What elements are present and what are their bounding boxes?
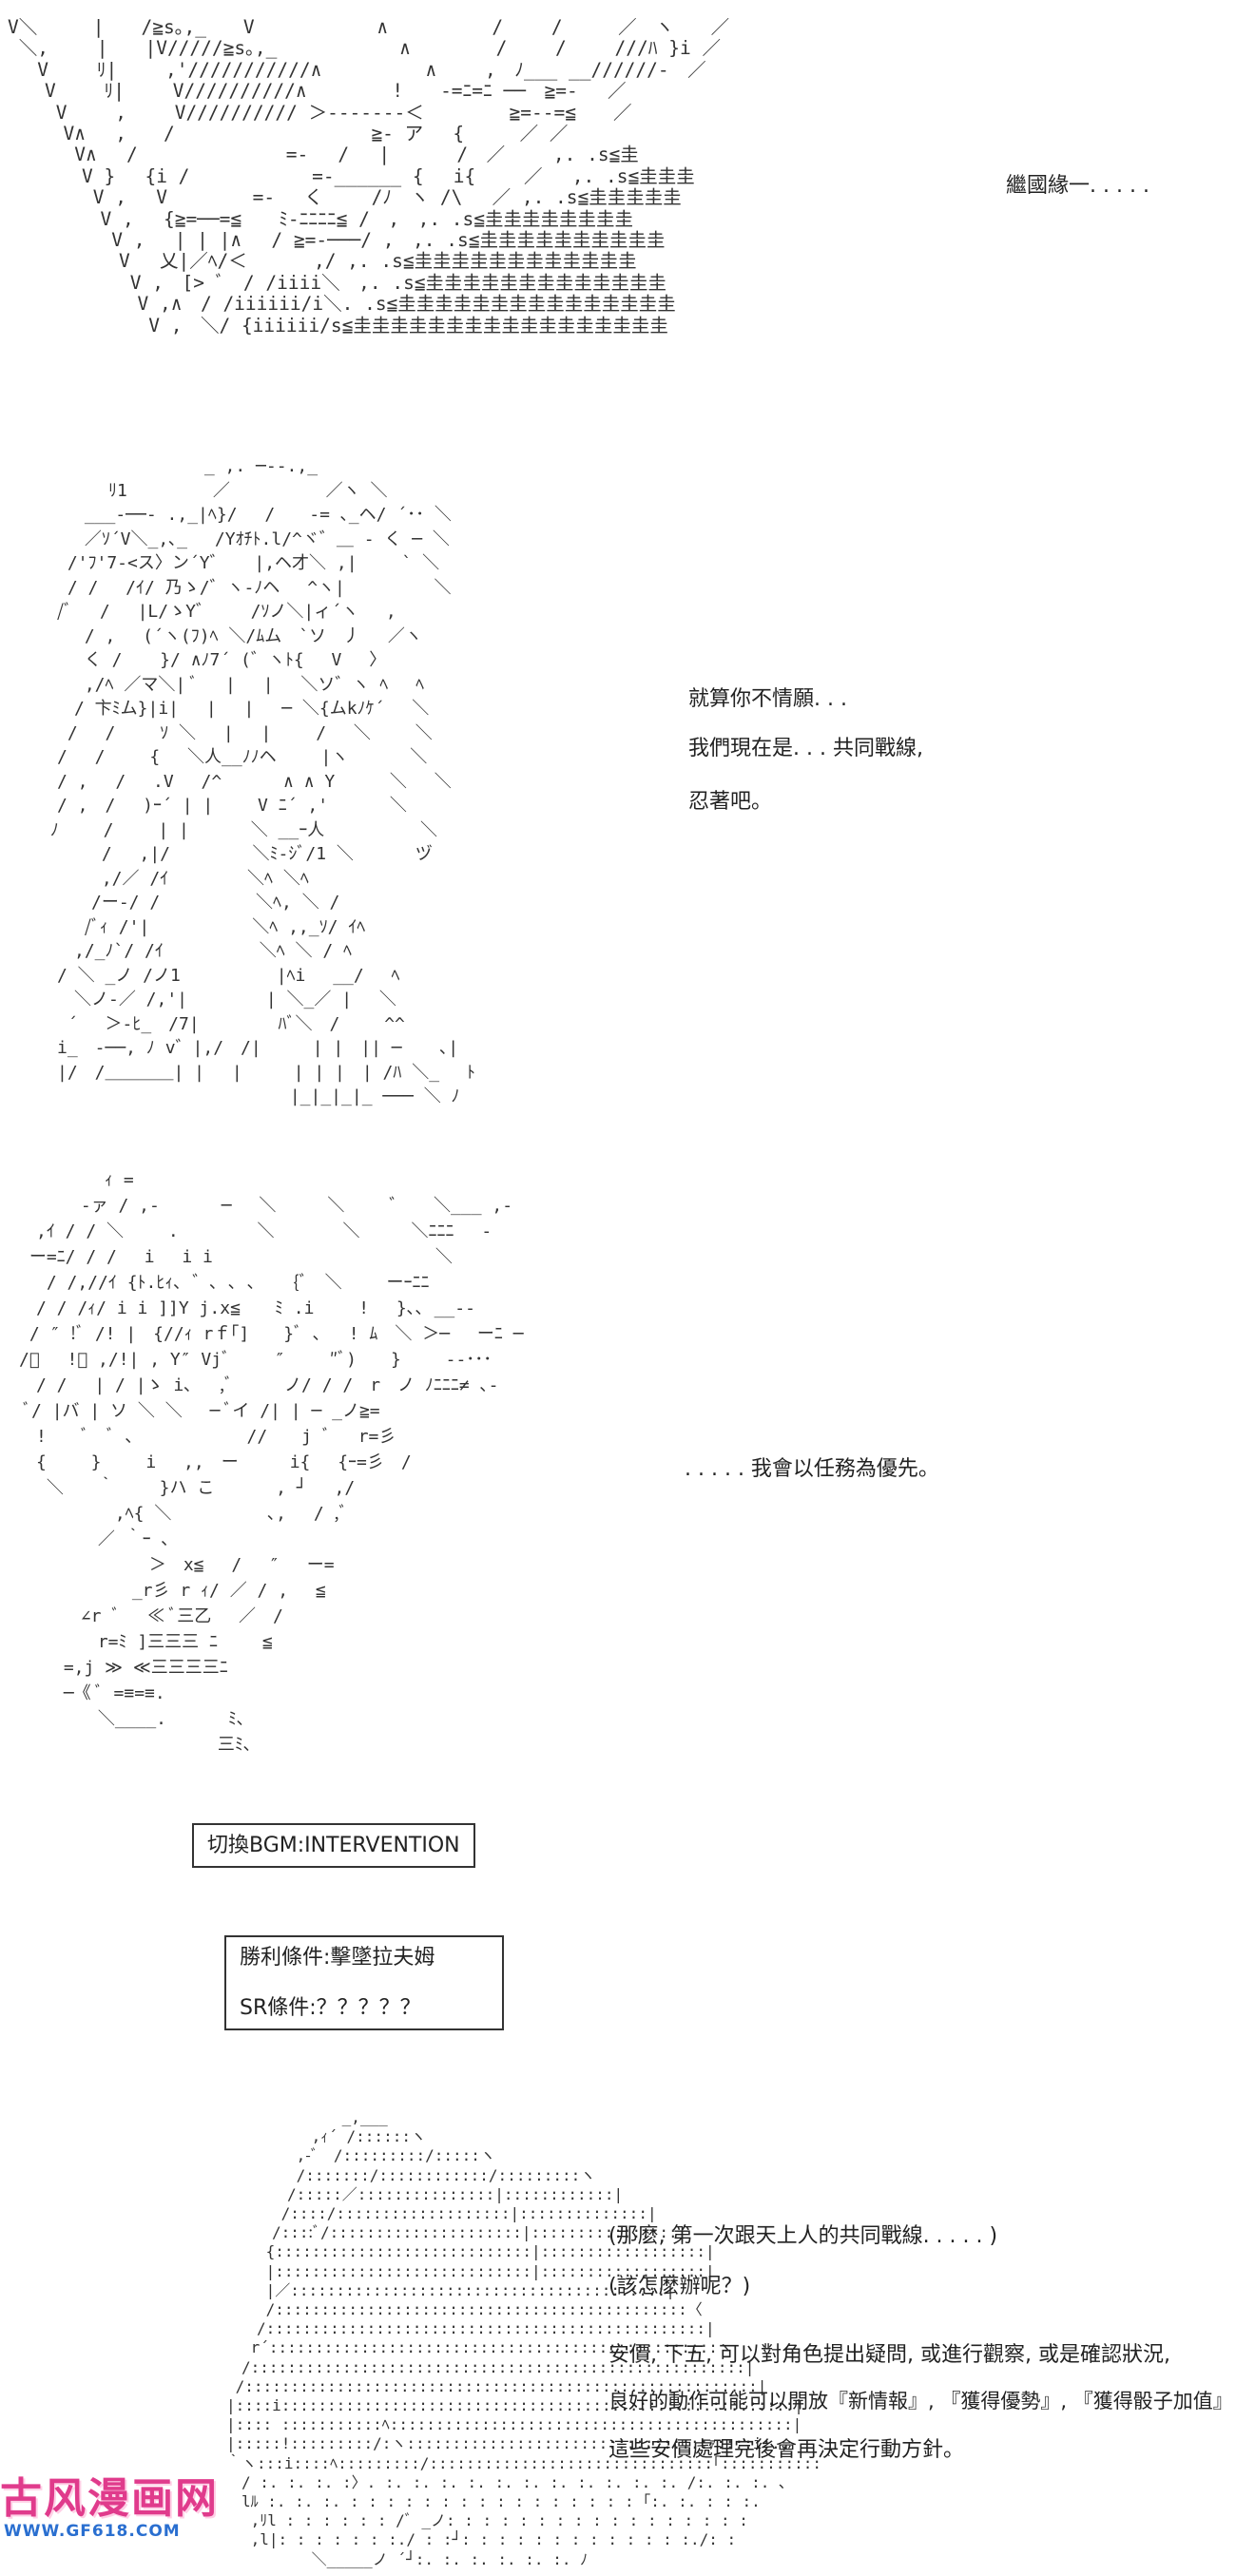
panel4-instruction-2: 良好的動作可能可以開放『新情報』, 『獲得優勢』, 『獲得骰子加值』 xyxy=(608,2390,1233,2413)
bgm-text: 切換BGM:INTERVENTION xyxy=(207,1834,460,1857)
win-condition-label: 勝利條件: xyxy=(240,1946,331,1970)
ascii-art-gundam: _ ,. ─‐-.,_ ﾘ1 ／ ／ヽ ＼ ___-──- .,_|ﾍ}/ / … xyxy=(49,456,475,1106)
watermark-url: WWW.GF618.COM xyxy=(4,2522,181,2542)
site-watermark: 古风漫画网 WWW.GF618.COM xyxy=(0,2474,228,2542)
condition-spacer xyxy=(240,1974,489,1991)
panel2-dialogue-3: 忍著吧。 xyxy=(688,790,773,814)
sr-condition-label: SR條件: xyxy=(240,1996,317,2021)
sr-condition-value: ？？？？？ xyxy=(316,1996,421,2021)
panel4-thought-2: (該怎麽辦呢？) xyxy=(608,2275,751,2298)
panel1-caption: 繼國緣一. . . . . xyxy=(1006,174,1149,198)
win-condition-value: 擊墜拉夫姆 xyxy=(330,1946,435,1970)
panel2-dialogue-1: 就算你不情願. . . xyxy=(688,687,847,711)
watermark-title: 古风漫画网 xyxy=(0,2474,219,2523)
panel4-thought-1: (那麽, 第一次跟天上人的共同戰線. . . . . ) xyxy=(608,2224,998,2248)
bgm-switch-box: 切換BGM:INTERVENTION xyxy=(192,1823,475,1869)
sr-condition: SR條件:？？？？？ xyxy=(240,1991,489,2025)
win-condition: 勝利條件:擊墜拉夫姆 xyxy=(240,1941,489,1974)
ascii-art-portrait: ｨ = -ァ / ,- ─ ＼ ＼ ゛ ＼___ ,- ,ｲ / / ＼ . ＼… xyxy=(19,1170,524,1755)
ascii-art-hooded-figure: _,___ ,ｨ´ /::::::ヽ ,-ﾞ /:::::::::/:::::ヽ… xyxy=(226,2108,837,2568)
panel3-dialogue: . . . . . 我會以任務為優先。 xyxy=(685,1457,939,1481)
panel4-instruction-1: 安價, 下五, 可以對角色提出疑問, 或進行觀察, 或是確認狀況, xyxy=(608,2343,1170,2367)
panel4-instruction-3: 這些安價處理完後會再決定行動方針。 xyxy=(608,2438,965,2462)
ascii-art-yoriichi: V＼ | /≧s｡,_ V ∧ / / ／ ヽ ／ ＼, | |V/////≧s… xyxy=(8,16,730,336)
mission-condition-box: 勝利條件:擊墜拉夫姆 SR條件:？？？？？ xyxy=(224,1935,504,2031)
panel2-dialogue-2: 我們現在是. . . 共同戰線, xyxy=(688,737,923,760)
